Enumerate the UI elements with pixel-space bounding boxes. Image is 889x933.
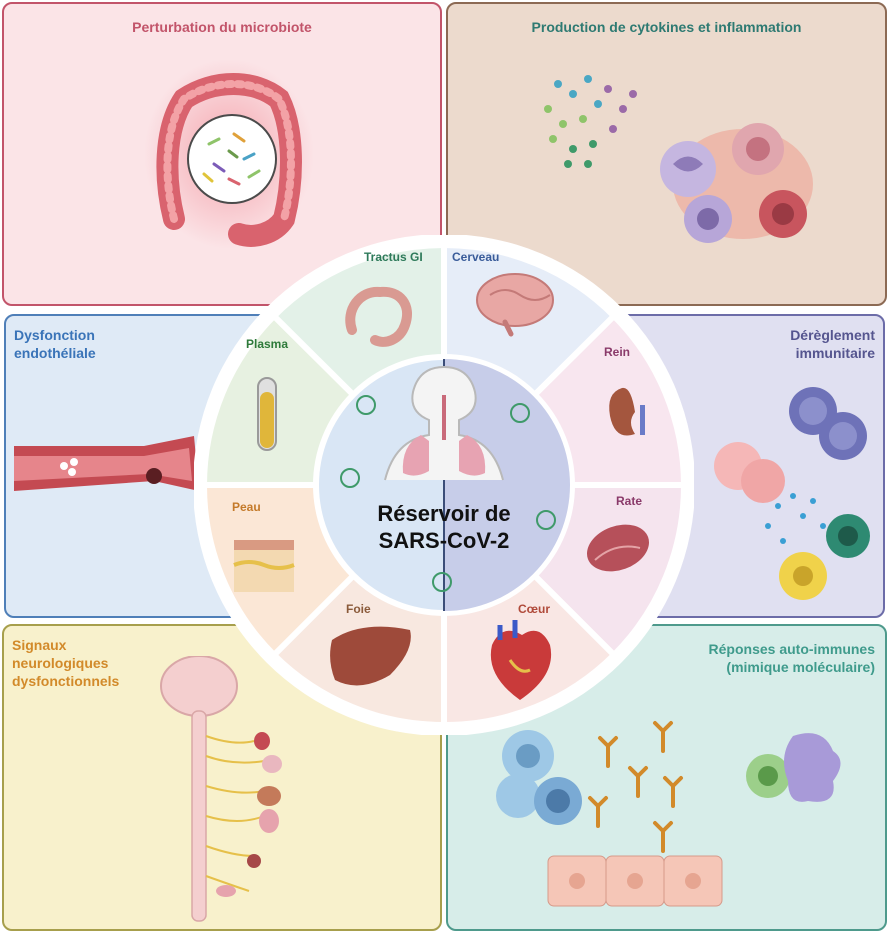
endothelial-line-2: endothéliale [14, 345, 96, 361]
immune-line-1: Dérèglement [790, 327, 875, 343]
reservoir-center-right-half [444, 359, 570, 611]
panel-title-neuro: Signaux neurologiques dysfonctionnels [12, 636, 119, 690]
organ-label-tractus: Tractus GI [364, 250, 423, 264]
brain-icon [476, 273, 554, 337]
organ-label-peau: Peau [232, 500, 261, 514]
gi-tract-icon [345, 286, 412, 347]
endothelial-line-1: Dysfonction [14, 327, 95, 343]
liver-icon [330, 626, 411, 686]
organ-label-cerveau: Cerveau [452, 250, 500, 264]
intestine-icon [144, 59, 314, 249]
neuro-line-1: Signaux [12, 637, 67, 653]
panel-title-endothelial: Dysfonction endothéliale [14, 326, 96, 362]
center-title: Réservoir de SARS-CoV-2 [344, 500, 544, 554]
organ-label-plasma: Plasma [246, 337, 289, 351]
panel-title-immune: Dérèglement immunitaire [790, 326, 875, 362]
neuro-line-2: neurologiques [12, 655, 109, 671]
panel-title-microbiota: Perturbation du microbiote [132, 19, 312, 35]
skin-icon [233, 540, 295, 592]
immune-line-2: immunitaire [795, 345, 875, 361]
panel-microbiota-disruption: Perturbation du microbiote [2, 2, 442, 306]
spleen-icon [587, 524, 649, 572]
immune-cells-icon [714, 387, 870, 600]
virus-icon [340, 395, 556, 592]
kidney-icon [609, 387, 645, 436]
nervous-system-icon [160, 656, 282, 922]
organ-label-rate: Rate [616, 494, 643, 508]
human-lungs-icon [384, 365, 504, 481]
organ-label-rein: Rein [604, 345, 631, 359]
heart-icon [490, 620, 552, 700]
panel-title-autoimmune: Réponses auto-immunes (mimique moléculai… [709, 640, 875, 676]
plasma-tube-icon [257, 377, 277, 451]
neuro-line-3: dysfonctionnels [12, 673, 120, 689]
center-title-line-2: SARS-CoV-2 [378, 528, 510, 553]
organ-label-coeur: Cœur [518, 602, 550, 616]
autoimmune-line-1: Réponses auto-immunes [708, 641, 875, 657]
cytokine-cells-icon [544, 75, 813, 243]
organ-reservoir-wheel [194, 235, 694, 735]
panel-title-cytokines: Production de cytokines et inflammation [531, 19, 802, 35]
autoimmune-line-2: (mimique moléculaire) [726, 659, 875, 675]
organ-label-foie: Foie [346, 602, 371, 616]
center-title-line-1: Réservoir de [377, 501, 511, 526]
autoantibody-icon [496, 721, 841, 907]
blood-vessel-icon [14, 436, 199, 491]
